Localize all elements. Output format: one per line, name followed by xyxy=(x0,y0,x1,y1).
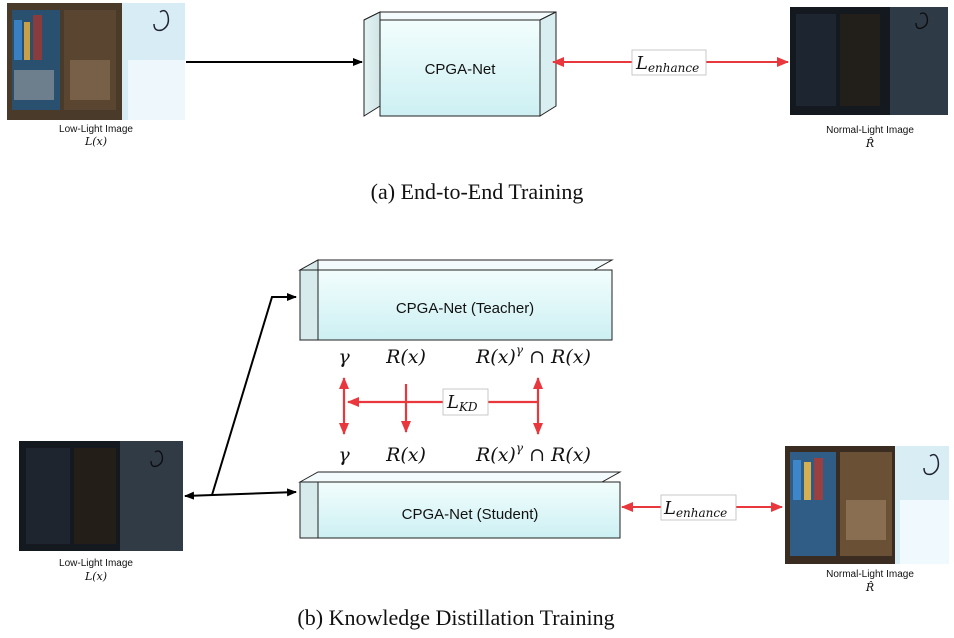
teacher-combined-output: R(x)γ ∩ R(x) xyxy=(475,343,591,368)
enhance-loss-a: Lenhance xyxy=(635,53,699,75)
student-combined-output: R(x)γ ∩ R(x) xyxy=(475,441,591,466)
caption-a: (a) End-to-End Training xyxy=(371,179,584,204)
teacher-label: CPGA-Net (Teacher) xyxy=(396,300,534,317)
output-label-b: Normal-Light Image xyxy=(826,569,914,580)
teacher-reflectance: R(x) xyxy=(385,346,426,368)
cpga-net-label-a: CPGA-Net xyxy=(425,61,497,78)
kd-loss-arrows xyxy=(339,377,543,435)
teacher-gamma: γ xyxy=(338,346,350,368)
output-symbol-b: R̂ xyxy=(865,581,874,594)
teacher-input-arrow xyxy=(211,293,297,496)
low-light-image-a xyxy=(7,3,185,120)
normal-light-image-a xyxy=(790,7,948,115)
input-label-a: Low-Light Image xyxy=(59,124,133,135)
student-reflectance: R(x) xyxy=(385,444,426,466)
normal-light-image-b xyxy=(785,446,949,564)
output-label-a: Normal-Light Image xyxy=(826,125,914,136)
enhance-loss-b: Lenhance xyxy=(663,498,727,520)
student-label: CPGA-Net (Student) xyxy=(402,506,539,523)
low-light-image-b xyxy=(19,441,183,551)
student-input-arrow xyxy=(184,488,297,500)
enhance-loss-box-a xyxy=(631,49,707,76)
cpga-net-box-a xyxy=(363,11,557,117)
student-box xyxy=(298,471,622,539)
input-symbol-b: L(x) xyxy=(84,570,107,583)
input-symbol-a: L(x) xyxy=(84,135,107,148)
input-label-b: Low-Light Image xyxy=(59,558,133,569)
output-symbol-a: R̂ xyxy=(865,137,874,150)
kd-loss-box xyxy=(442,388,489,416)
caption-b: (b) Knowledge Distillation Training xyxy=(297,605,614,630)
teacher-box xyxy=(298,259,614,341)
enhance-loss-box-b xyxy=(660,494,737,521)
kd-loss: LKD xyxy=(446,392,478,414)
student-gamma: γ xyxy=(338,444,350,466)
